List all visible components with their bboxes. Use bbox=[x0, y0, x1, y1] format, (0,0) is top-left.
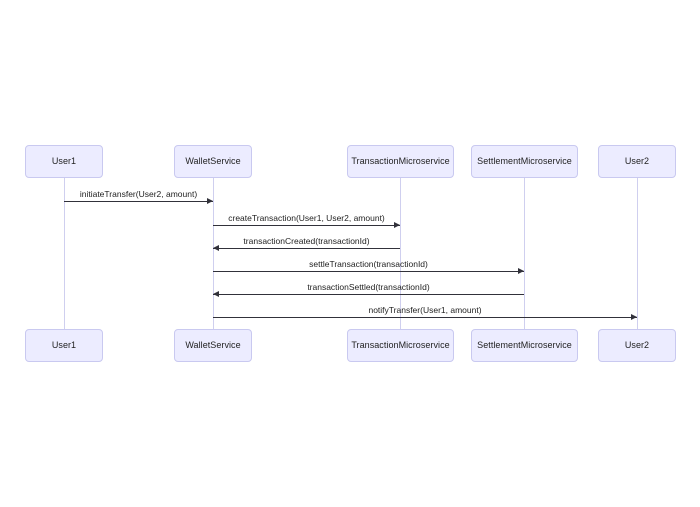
participant-box-top-user1[interactable]: User1 bbox=[25, 145, 103, 178]
message-arrowhead-1 bbox=[207, 198, 213, 204]
message-line-5 bbox=[213, 294, 524, 295]
participant-box-bottom-wallet[interactable]: WalletService bbox=[174, 329, 252, 362]
message-label-4: settleTransaction(transactionId) bbox=[309, 259, 428, 269]
participant-box-bottom-txn[interactable]: TransactionMicroservice bbox=[347, 329, 454, 362]
participant-box-bottom-user1[interactable]: User1 bbox=[25, 329, 103, 362]
lifeline-txn bbox=[400, 178, 401, 329]
participant-label-user1: User1 bbox=[51, 339, 77, 350]
participant-label-wallet: WalletService bbox=[185, 339, 241, 350]
participant-label-user2: User2 bbox=[624, 339, 650, 350]
message-arrowhead-4 bbox=[518, 268, 524, 274]
participant-box-bottom-user2[interactable]: User2 bbox=[598, 329, 676, 362]
participant-box-bottom-settle[interactable]: SettlementMicroservice bbox=[471, 329, 578, 362]
message-arrowhead-6 bbox=[631, 314, 637, 320]
lifeline-settle bbox=[524, 178, 525, 329]
participant-box-top-user2[interactable]: User2 bbox=[598, 145, 676, 178]
participant-box-top-settle[interactable]: SettlementMicroservice bbox=[471, 145, 578, 178]
participant-box-top-txn[interactable]: TransactionMicroservice bbox=[347, 145, 454, 178]
participant-box-top-wallet[interactable]: WalletService bbox=[174, 145, 252, 178]
participant-label-txn: TransactionMicroservice bbox=[351, 339, 450, 350]
message-arrowhead-5 bbox=[213, 291, 219, 297]
message-label-1: initiateTransfer(User2, amount) bbox=[79, 189, 198, 199]
message-arrowhead-2 bbox=[394, 222, 400, 228]
message-line-4 bbox=[213, 271, 524, 272]
message-label-5: transactionSettled(transactionId) bbox=[307, 282, 430, 292]
participant-label-settle: SettlementMicroservice bbox=[477, 155, 572, 166]
lifeline-user2 bbox=[637, 178, 638, 329]
message-line-6 bbox=[213, 317, 637, 318]
message-label-2: createTransaction(User1, User2, amount) bbox=[228, 213, 385, 223]
message-line-1 bbox=[64, 201, 213, 202]
message-arrowhead-3 bbox=[213, 245, 219, 251]
participant-label-user2: User2 bbox=[624, 155, 650, 166]
participant-label-txn: TransactionMicroservice bbox=[351, 155, 450, 166]
message-line-3 bbox=[213, 248, 400, 249]
lifeline-wallet bbox=[213, 178, 214, 329]
message-label-6: notifyTransfer(User1, amount) bbox=[368, 305, 482, 315]
participant-label-user1: User1 bbox=[51, 155, 77, 166]
lifeline-user1 bbox=[64, 178, 65, 329]
message-label-3: transactionCreated(transactionId) bbox=[243, 236, 370, 246]
participant-label-settle: SettlementMicroservice bbox=[477, 339, 572, 350]
participant-label-wallet: WalletService bbox=[185, 155, 241, 166]
message-line-2 bbox=[213, 225, 400, 226]
